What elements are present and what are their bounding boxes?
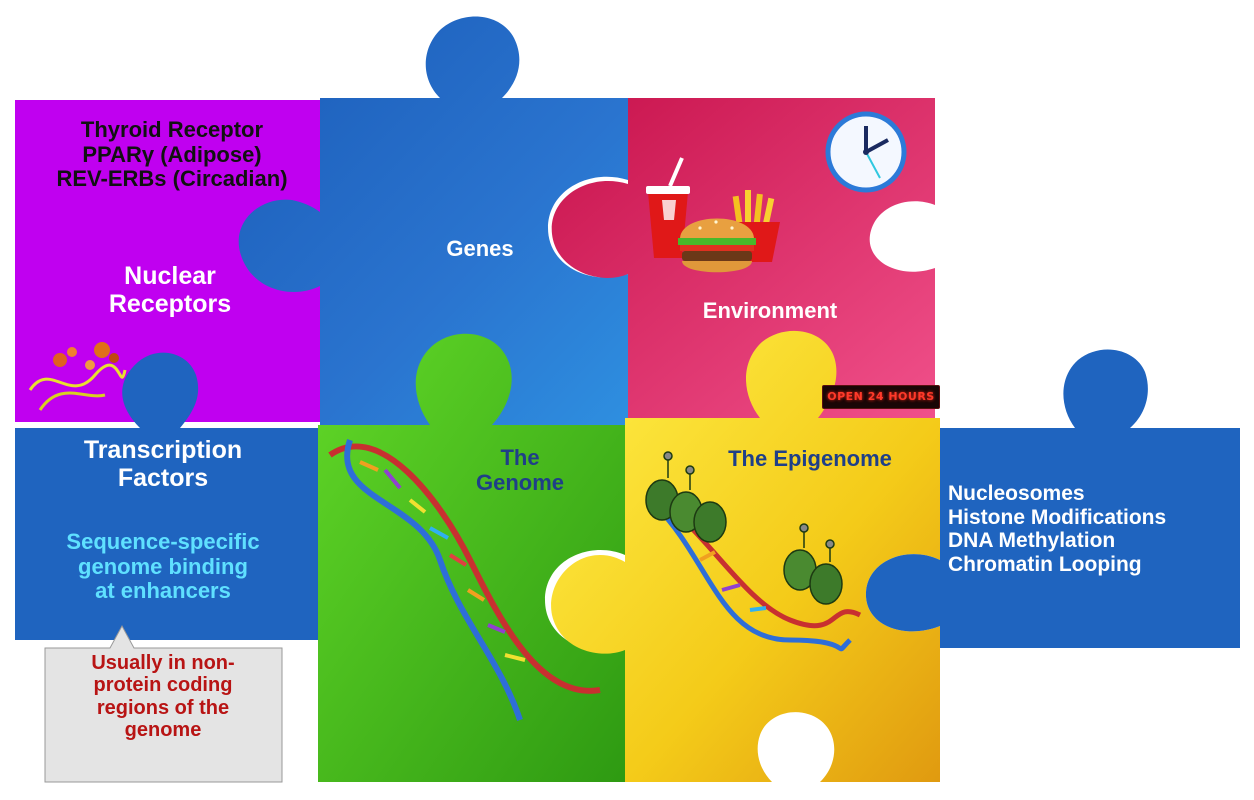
transcription-factors-title-line: Transcription bbox=[83, 436, 243, 464]
callout-box bbox=[44, 624, 283, 783]
subtitle-line: Sequence-specific bbox=[66, 529, 260, 554]
nucleosome-icon bbox=[645, 451, 843, 605]
epigenome-component: Nucleosomes bbox=[948, 482, 1085, 505]
transcription-factors-piece bbox=[15, 352, 391, 640]
callout-line: protein coding bbox=[93, 674, 233, 697]
nuclear-receptors-title-line: Nuclear bbox=[124, 262, 216, 290]
callout-text: Usually in non- protein coding regions o… bbox=[52, 652, 274, 742]
nuclear-receptors-title: Nuclear Receptors bbox=[60, 262, 280, 318]
epigenome-components-piece bbox=[865, 349, 1240, 648]
clock-icon bbox=[825, 111, 907, 193]
epigenome-title: The Epigenome bbox=[728, 446, 892, 471]
nuclear-receptor-example: PPARγ (Adipose) bbox=[82, 141, 262, 167]
subtitle-line: genome binding bbox=[78, 553, 248, 579]
nuclear-receptors-title-line: Receptors bbox=[108, 290, 232, 318]
transcription-factors-title: Transcription Factors bbox=[18, 436, 308, 492]
transcription-factors-title-line: Factors bbox=[117, 464, 209, 492]
epigenome-component: Chromatin Looping bbox=[948, 552, 1142, 576]
protein-structure-icon bbox=[28, 342, 127, 411]
transcription-factors-subtitle: Sequence-specific genome binding at enha… bbox=[18, 529, 308, 604]
burger-icon bbox=[678, 218, 756, 273]
genome-title-line: Genome bbox=[475, 469, 565, 495]
nuclear-receptor-example: REV-ERBs (Circadian) bbox=[56, 166, 288, 192]
genome-title-line: The bbox=[500, 445, 540, 470]
nuclear-receptor-examples: Thyroid Receptor PPARγ (Adipose) REV-ERB… bbox=[22, 117, 322, 192]
open-24-hours-sign: OPEN 24 HOURS bbox=[822, 385, 940, 409]
nuclear-receptor-example: Thyroid Receptor bbox=[80, 117, 264, 142]
callout-line: genome bbox=[124, 719, 202, 742]
epigenome-components-list: Nucleosomes Histone Modifications DNA Me… bbox=[948, 482, 1248, 576]
genes-title: Genes bbox=[446, 236, 514, 261]
subtitle-line: at enhancers bbox=[95, 578, 231, 604]
epigenome-piece bbox=[551, 330, 940, 782]
genome-title: The Genome bbox=[450, 445, 590, 495]
genes-piece bbox=[238, 16, 628, 426]
callout-line: regions of the bbox=[96, 696, 230, 719]
callout-line: Usually in non- bbox=[91, 652, 235, 674]
dna-helix-icon bbox=[328, 439, 601, 721]
epigenome-component: Histone Modifications bbox=[948, 505, 1167, 529]
environment-title: Environment bbox=[702, 298, 838, 323]
epigenome-component: DNA Methylation bbox=[948, 529, 1116, 553]
